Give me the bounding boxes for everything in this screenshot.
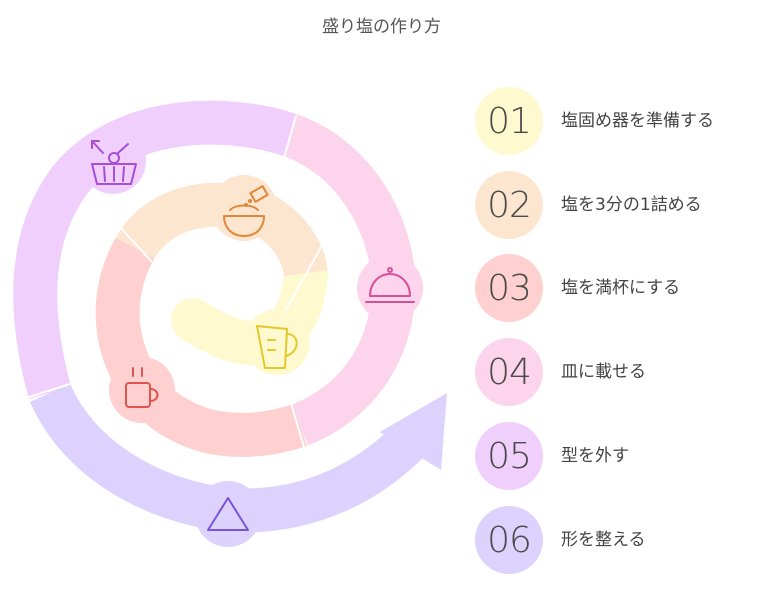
icon-bubble bbox=[357, 255, 423, 321]
icon-bubble bbox=[211, 175, 277, 241]
step-label: 塩固め器を準備する bbox=[561, 111, 714, 131]
step-number-badge: 01 bbox=[475, 87, 543, 155]
icon-bubble bbox=[244, 309, 310, 375]
measuring-cup-icon bbox=[256, 325, 298, 369]
triangle-icon bbox=[207, 497, 249, 531]
diagram-title: 盛り塩の作り方 bbox=[322, 17, 441, 37]
basket-icon bbox=[91, 140, 137, 185]
step-label: 形を整える bbox=[561, 530, 646, 550]
step-number-badge: 02 bbox=[475, 171, 543, 239]
step-5: 05 型を外す bbox=[475, 422, 763, 490]
step-number-badge: 04 bbox=[475, 338, 543, 406]
icon-bubble bbox=[109, 357, 175, 423]
separator bbox=[117, 224, 153, 263]
step-4: 04 皿に載せる bbox=[475, 338, 763, 406]
step-number-badge: 06 bbox=[475, 506, 543, 574]
separator bbox=[283, 115, 297, 159]
spiral-arrowhead bbox=[380, 393, 447, 470]
step-1: 01 塩固め器を準備する bbox=[475, 87, 763, 155]
mug-icon bbox=[125, 367, 159, 408]
step-label: 塩を3分の1詰める bbox=[561, 195, 702, 215]
step-number-badge: 03 bbox=[475, 254, 543, 322]
bowl-icon bbox=[223, 185, 269, 237]
separator bbox=[25, 383, 71, 399]
step-2: 02 塩を3分の1詰める bbox=[475, 171, 763, 239]
spiral-segment-3 bbox=[95, 237, 308, 457]
icon-bubble bbox=[195, 481, 261, 547]
step-label: 皿に載せる bbox=[561, 362, 646, 382]
cloche-icon bbox=[365, 267, 415, 303]
step-number-badge: 05 bbox=[475, 422, 543, 490]
step-label: 型を外す bbox=[561, 446, 629, 466]
step-3: 03 塩を満杯にする bbox=[475, 254, 763, 322]
spiral-segment-5 bbox=[13, 100, 297, 399]
step-6: 06 形を整える bbox=[475, 506, 763, 574]
step-label: 塩を満杯にする bbox=[561, 278, 681, 298]
separator bbox=[289, 399, 305, 448]
separator bbox=[282, 232, 330, 316]
